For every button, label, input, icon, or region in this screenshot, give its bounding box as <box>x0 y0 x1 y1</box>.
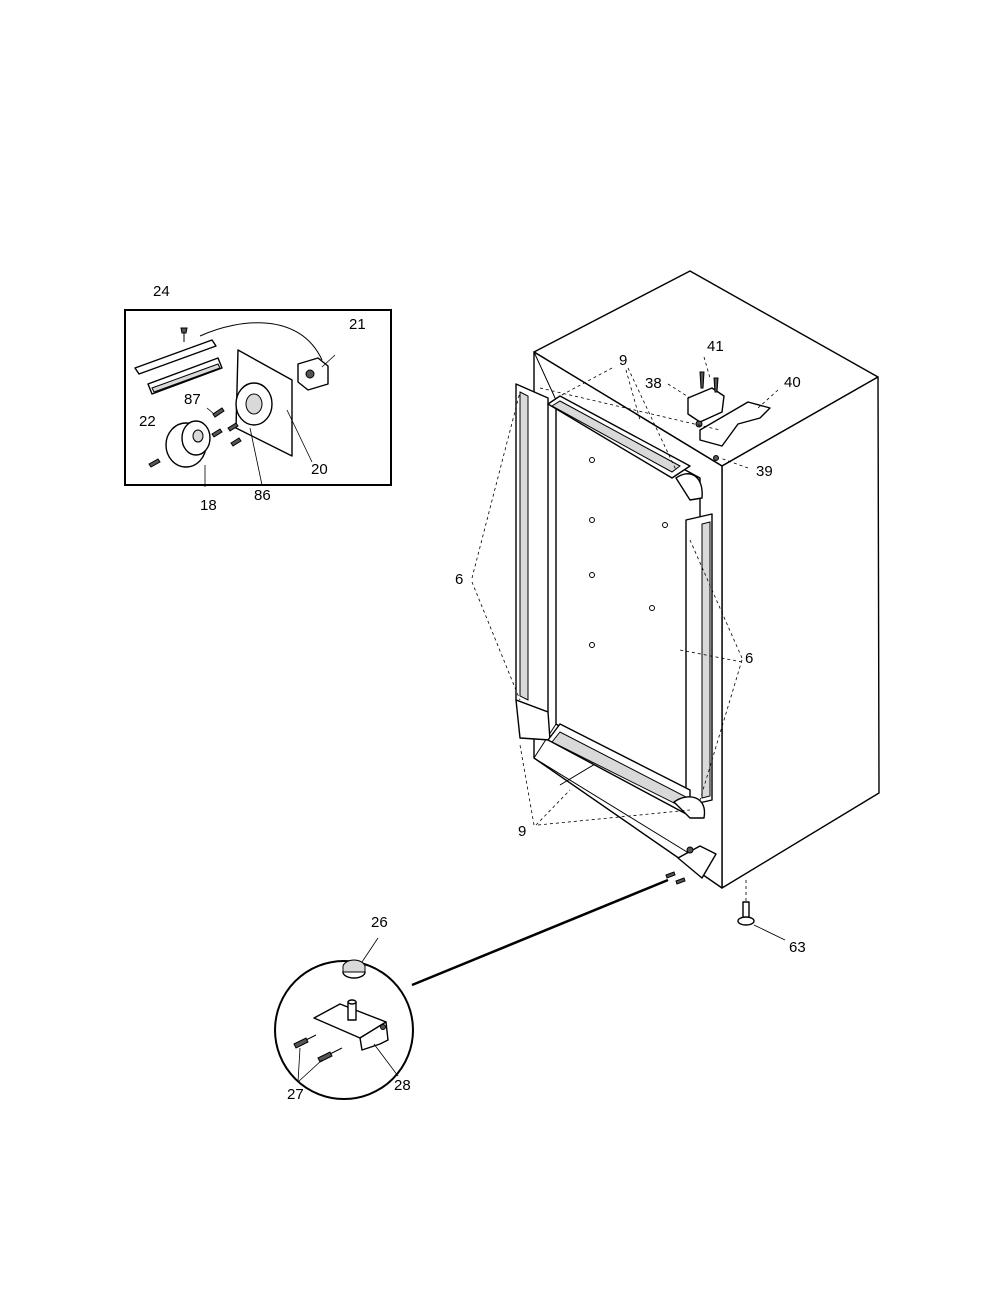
callout-27: 27 <box>287 1086 304 1103</box>
callout-24: 24 <box>153 283 170 300</box>
dashed-leaders <box>471 356 779 826</box>
callout-9-bottom: 9 <box>518 823 526 840</box>
part-18-fan-motor <box>165 420 211 487</box>
callout-22: 22 <box>139 413 156 430</box>
callout-63: 63 <box>789 939 806 956</box>
callout-38: 38 <box>645 375 662 392</box>
part-27-screws <box>293 1034 343 1083</box>
part-39-plug <box>713 455 719 461</box>
part-63-leveling-leg <box>737 880 786 941</box>
fan-motor-inset <box>124 309 392 487</box>
part-22-mounting-bracket <box>134 339 223 395</box>
part-9-horizontal-gaskets <box>547 395 706 819</box>
part-87-screws <box>148 407 239 468</box>
part-24-screw <box>180 327 188 342</box>
part-38-top-hinge <box>687 387 725 428</box>
part-28-bottom-hinge <box>313 999 399 1077</box>
callout-28: 28 <box>394 1077 411 1094</box>
callout-87: 87 <box>184 391 201 408</box>
callout-6-right: 6 <box>745 650 753 667</box>
part-6-vertical-gaskets <box>515 383 713 807</box>
callout-21: 21 <box>349 316 366 333</box>
part-40-hinge-plate <box>699 401 771 447</box>
callout-18: 18 <box>200 497 217 514</box>
part-41-screws <box>699 371 719 393</box>
part-86-screw <box>230 427 263 486</box>
wire-harness <box>199 322 323 361</box>
callout-20: 20 <box>311 461 328 478</box>
callout-40: 40 <box>784 374 801 391</box>
callout-39: 39 <box>756 463 773 480</box>
bottom-hinge-on-cabinet <box>665 845 717 885</box>
callout-86: 86 <box>254 487 271 504</box>
callout-labels: 24 21 22 87 20 86 18 9 41 38 40 39 6 6 9… <box>139 283 806 1103</box>
callout-41: 41 <box>707 338 724 355</box>
bottom-hinge-detail <box>274 878 669 1100</box>
callout-26: 26 <box>371 914 388 931</box>
callout-9-top: 9 <box>619 352 627 369</box>
callout-6-left: 6 <box>455 571 463 588</box>
part-21-switch <box>297 354 336 391</box>
part-26-hinge-cap <box>342 937 379 979</box>
